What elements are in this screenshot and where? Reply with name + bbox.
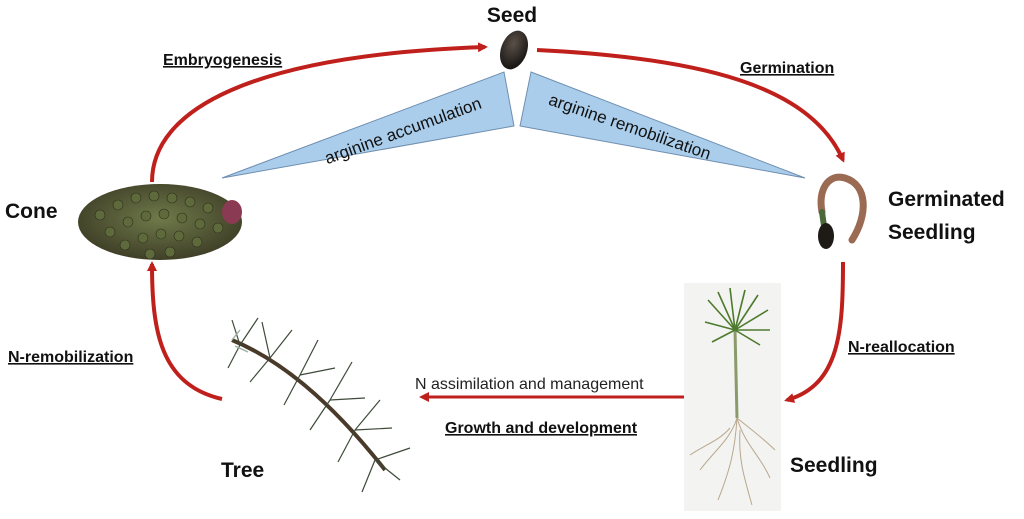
seedling-image	[684, 283, 781, 511]
embryogenesis-label: Embryogenesis	[163, 52, 282, 69]
seedling-label: Seedling	[790, 454, 878, 477]
germination-label: Germination	[740, 60, 834, 77]
seed-image	[499, 30, 529, 70]
cone-image	[78, 184, 242, 260]
arginine-remobilization-wedge	[519, 71, 806, 179]
seed-label: Seed	[487, 4, 537, 27]
n-remobilization-label: N-remobilization	[8, 349, 133, 366]
cycle-arrows	[147, 42, 845, 403]
n-remobilization-arrow	[147, 261, 223, 401]
n-reallocation-arrow	[784, 261, 845, 403]
cone-label: Cone	[5, 200, 58, 223]
germinated-seedling-label-line1: Germinated	[888, 188, 1005, 211]
germinated-seedling-image	[817, 173, 867, 249]
tree-branch-image	[227, 317, 411, 493]
tree-label: Tree	[221, 459, 264, 482]
germination-arrow	[536, 48, 845, 163]
embryogenesis-arrow	[150, 42, 488, 183]
growth-development-label: Growth and development	[445, 420, 638, 437]
germinated-seedling-label-line2: Seedling	[888, 221, 976, 244]
n-reallocation-label: N-reallocation	[848, 339, 955, 356]
arginine-accumulation-wedge	[221, 71, 515, 179]
n-assimilation-label: N assimilation and management	[415, 376, 644, 393]
